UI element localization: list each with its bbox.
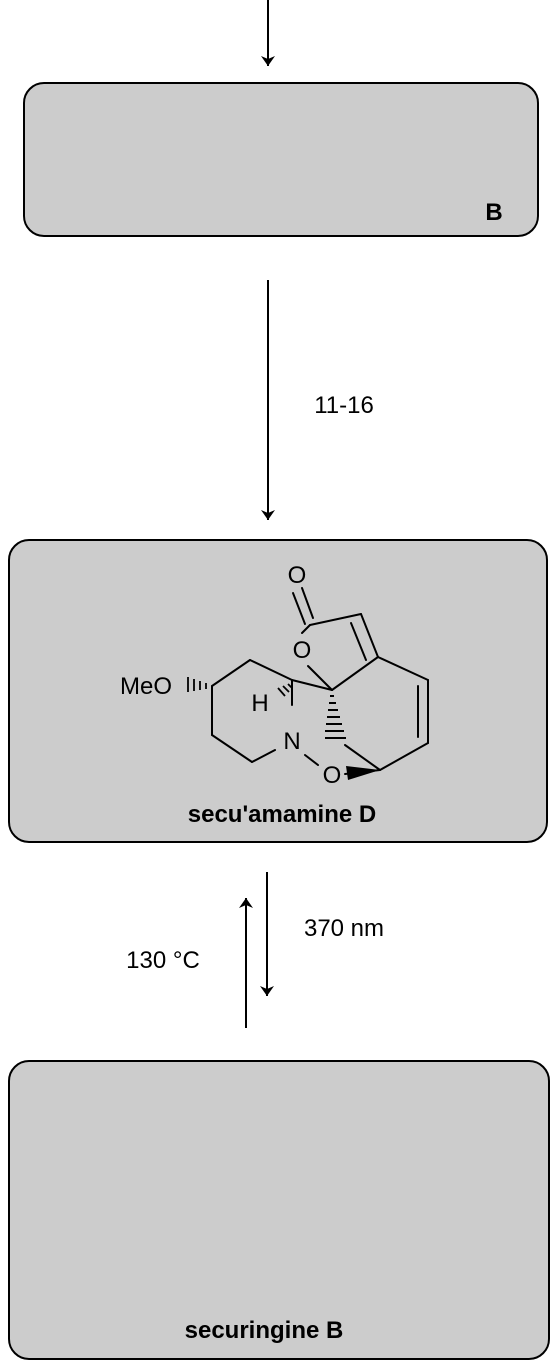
box-b-label: B bbox=[485, 199, 502, 226]
wedge-bond-o bbox=[346, 766, 380, 780]
ring-oxygen-label: O bbox=[293, 637, 312, 664]
nitrogen-label: N bbox=[283, 728, 300, 755]
intermediate-box-b: B bbox=[23, 82, 539, 237]
step-arrow-11-16: 11-16 bbox=[261, 280, 374, 520]
secuamamine-d-structure bbox=[211, 587, 429, 775]
hydrogen-label: H bbox=[251, 690, 268, 717]
secuamamine-d-box: O O MeO H N O secu'amamine D bbox=[8, 539, 548, 843]
bridge-oxygen-label: O bbox=[323, 762, 342, 789]
securingine-b-label: securingine B bbox=[185, 1317, 344, 1344]
carbonyl-oxygen-label: O bbox=[288, 562, 307, 589]
methoxy-label: MeO bbox=[120, 673, 172, 700]
securingine-b-box: securingine B bbox=[8, 1060, 550, 1360]
secuamamine-d-label: secu'amamine D bbox=[188, 801, 376, 828]
reverse-condition-label: 130 °C bbox=[126, 947, 200, 974]
step-label: 11-16 bbox=[314, 392, 374, 419]
forward-condition-label: 370 nm bbox=[304, 915, 384, 942]
hashed-bond-spiro bbox=[325, 695, 346, 739]
hashed-bond-h bbox=[277, 683, 293, 697]
hashed-bond-ome bbox=[187, 677, 207, 692]
equilibrium-arrows: 370 nm 130 °C bbox=[126, 872, 384, 1028]
